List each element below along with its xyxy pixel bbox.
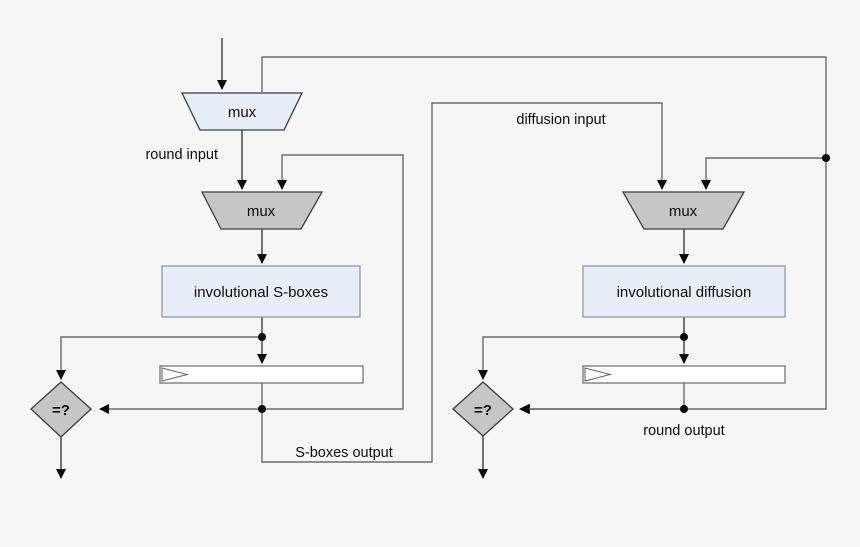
wire-outer-feedback xyxy=(261,56,827,414)
diffusion-input-label: diffusion input xyxy=(516,112,605,128)
sbox-mux xyxy=(200,191,324,230)
register-right xyxy=(582,365,786,384)
wire-feedback-to-diffusion-mux xyxy=(701,157,826,190)
wire-to-comparator-right-top xyxy=(478,336,684,380)
wire-to-comparator-left-top xyxy=(56,336,262,380)
comparator-right-label: =? xyxy=(474,402,492,419)
diffusion-mux-label: mux xyxy=(669,203,698,220)
diffusion-mux xyxy=(621,191,746,230)
sboxes-block xyxy=(161,265,361,318)
diffusion-block-label: involutional diffusion xyxy=(617,284,752,301)
round-output-label: round output xyxy=(643,423,724,439)
comparator-left-label: =? xyxy=(52,402,70,419)
diffusion-block xyxy=(582,265,786,318)
sboxes-output-label: S-boxes output xyxy=(295,445,393,461)
sbox-mux-label: mux xyxy=(247,203,276,220)
wire-sboxes-output-to-diffusion xyxy=(261,102,667,463)
wire-sbox-feedback xyxy=(262,154,404,410)
round-input-label: round input xyxy=(145,147,218,163)
junction-dot-outer-feedback xyxy=(822,154,830,162)
junction-dot-register-right-out xyxy=(680,405,688,413)
register-left xyxy=(159,365,364,384)
register-right-clock-icon xyxy=(584,367,613,382)
junction-dot-register-left-out xyxy=(258,405,266,413)
input-mux-label: mux xyxy=(228,104,257,121)
comparator-left xyxy=(30,381,92,438)
junction-dot-diffusion-out xyxy=(680,333,688,341)
input-mux xyxy=(180,92,304,131)
sboxes-block-label: involutional S-boxes xyxy=(194,284,328,301)
comparator-right xyxy=(452,381,514,437)
junction-dot-sboxes-out xyxy=(258,333,266,341)
register-left-clock-icon xyxy=(161,367,190,382)
